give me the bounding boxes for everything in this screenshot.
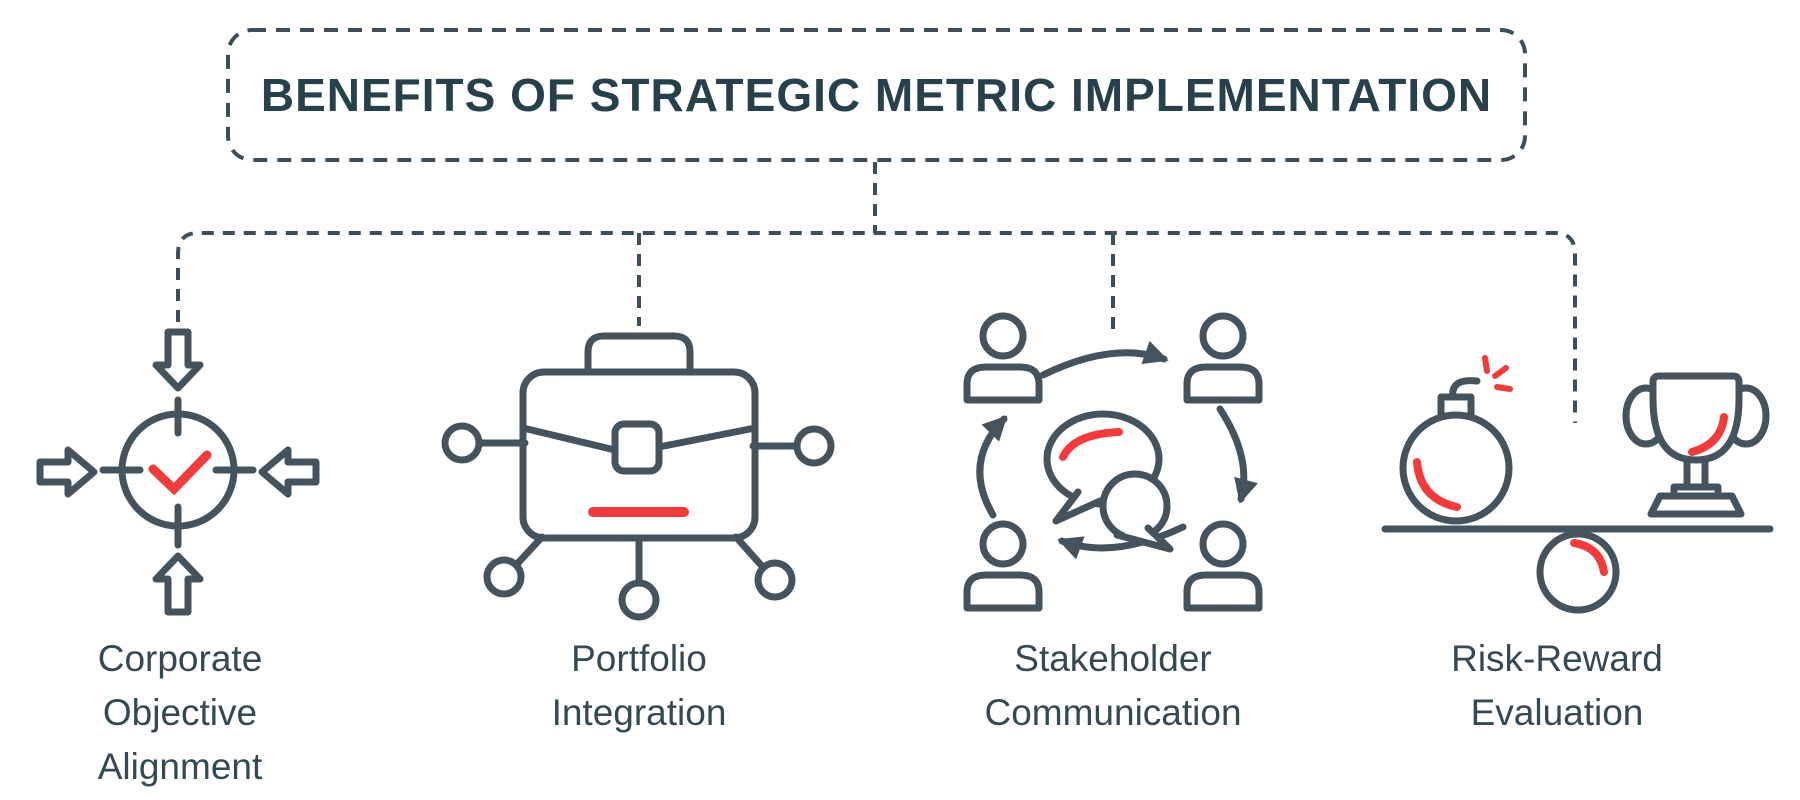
- briefcase-handle: [584, 332, 694, 377]
- fulcrum-ball: [1536, 530, 1620, 614]
- arrow-down-icon: [152, 328, 204, 392]
- arrow-left-icon: [258, 446, 320, 498]
- network-node: [793, 425, 835, 467]
- label-line: Portfolio: [571, 638, 707, 679]
- label-portfolio-integration: Portfolio Integration: [419, 632, 859, 740]
- person-icon: [963, 520, 1043, 612]
- network-node: [441, 422, 483, 464]
- label-line: Corporate: [97, 638, 263, 679]
- speech-bubbles-icon: [1043, 410, 1174, 553]
- connector-lines: [176, 162, 1577, 423]
- briefcase-clasp: [611, 420, 663, 475]
- label-line: Objective: [102, 692, 258, 733]
- person-icon: [1183, 312, 1263, 404]
- label-risk-reward-evaluation: Risk-Reward Evaluation: [1337, 632, 1777, 740]
- spark-icon: [1482, 355, 1513, 392]
- label-line: Risk-Reward: [1451, 638, 1663, 679]
- checkmark-icon: [148, 450, 212, 496]
- label-line: Integration: [551, 692, 727, 733]
- arrow-right-icon: [36, 446, 98, 498]
- target-converging-arrows-check-icon: [36, 328, 320, 616]
- briefcase-network-icon: [441, 332, 835, 621]
- person-icon: [1183, 520, 1263, 612]
- page-title: BENEFITS OF STRATEGIC METRIC IMPLEMENTAT…: [260, 69, 1493, 121]
- label-line: Evaluation: [1470, 692, 1644, 733]
- arrow-up-icon: [152, 552, 204, 616]
- label-stakeholder-communication: Stakeholder Communication: [893, 632, 1333, 740]
- network-node: [618, 579, 660, 621]
- person-icon: [963, 312, 1043, 404]
- title-dashed-frame: [226, 28, 1527, 162]
- bomb-trophy-balance-icon: [1381, 355, 1774, 614]
- cycle-arrows: [976, 340, 1258, 560]
- label-line: Communication: [984, 692, 1242, 733]
- people-communication-cycle-icon: [963, 312, 1263, 612]
- label-line: Stakeholder: [1014, 638, 1212, 679]
- label-corporate-objective-alignment: Corporate Objective Alignment: [0, 632, 400, 794]
- trophy-icon: [1622, 372, 1770, 518]
- network-node: [754, 559, 796, 601]
- bomb-icon: [1399, 355, 1513, 525]
- label-line: Alignment: [97, 746, 263, 787]
- network-node: [483, 556, 525, 598]
